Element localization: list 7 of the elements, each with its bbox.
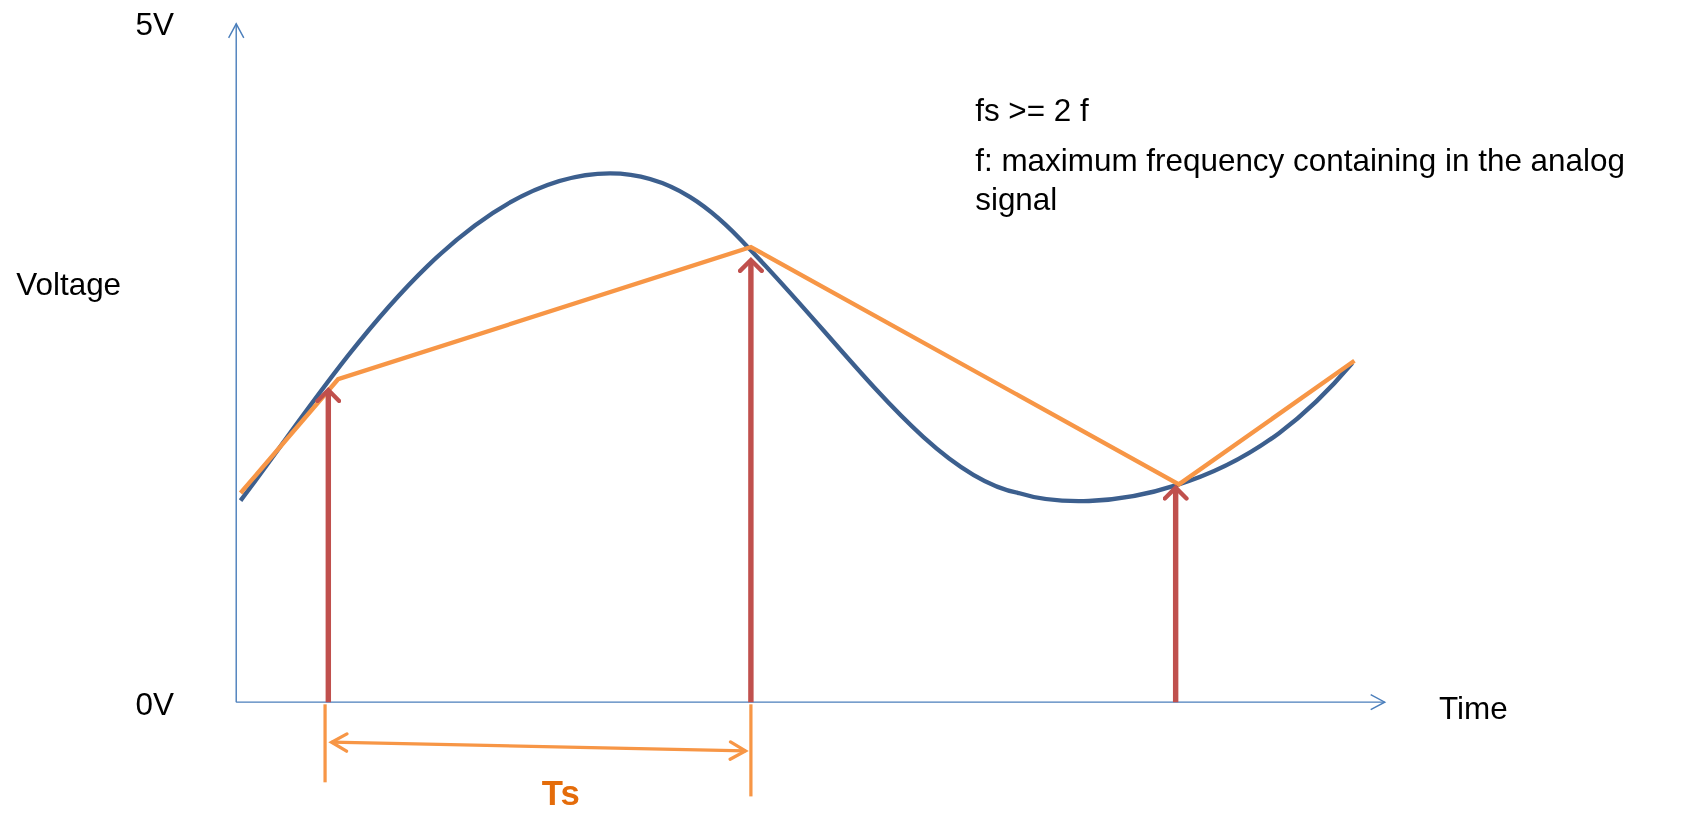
period-label: Ts — [541, 773, 580, 813]
axis-title: Voltage — [16, 265, 122, 304]
axis-min-label: 0V — [135, 685, 174, 724]
formula-text: fs >= 2 f — [975, 92, 1089, 130]
note-text: f: maximum frequency containing in the analog signal — [975, 142, 1626, 219]
axis-title: Time — [1438, 690, 1508, 728]
axis-max-label: 5V — [135, 5, 174, 44]
